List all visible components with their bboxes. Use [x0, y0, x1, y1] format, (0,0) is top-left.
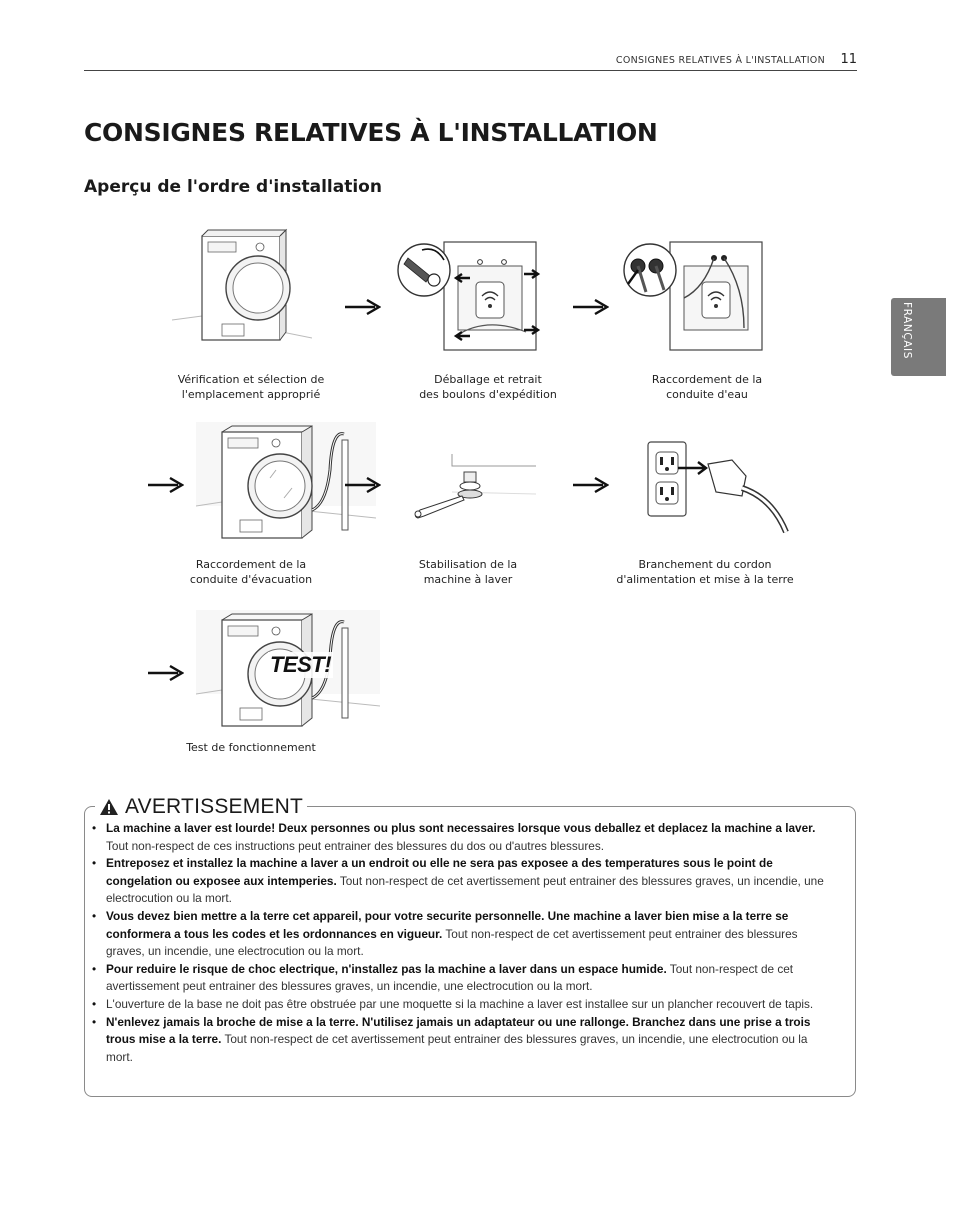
arrow-right-icon [573, 477, 609, 493]
section-title: Aperçu de l'ordre d'installation [84, 177, 382, 197]
arrow-right-icon [148, 665, 184, 681]
running-title: CONSIGNES RELATIVES À L'INSTALLATION [616, 55, 825, 66]
language-tab[interactable]: FRANÇAIS [891, 298, 946, 376]
list-item: N'enlevez jamais la broche de mise a la … [92, 1014, 837, 1067]
step-caption: Test de fonctionnement [131, 740, 371, 755]
language-tab-label: FRANÇAIS [901, 302, 913, 359]
shipping-bolts-illustration [396, 236, 546, 356]
list-item: Entreposez et installez la machine a lav… [92, 855, 837, 908]
warning-list: La machine a laver est lourde! Deux pers… [92, 820, 837, 1066]
water-line-illustration [622, 236, 772, 356]
arrow-right-icon [148, 477, 184, 493]
arrow-right-icon [345, 477, 381, 493]
list-item: Vous devez bien mettre a la terre cet ap… [92, 908, 837, 961]
warning-title: AVERTISSEMENT [125, 795, 303, 819]
warning-header: AVERTISSEMENT [95, 794, 307, 820]
running-header: CONSIGNES RELATIVES À L'INSTALLATION 11 [84, 54, 857, 71]
washer-location-illustration [172, 228, 312, 356]
page-title: CONSIGNES RELATIVES À L'INSTALLATION [84, 118, 658, 147]
test-label: TEST! [268, 652, 333, 678]
leveling-illustration [406, 452, 536, 522]
arrow-right-icon [345, 299, 381, 315]
list-item: Pour reduire le risque de choc electriqu… [92, 961, 837, 996]
warning-triangle-icon [99, 798, 119, 816]
arrow-right-icon [573, 299, 609, 315]
power-cord-illustration [646, 440, 796, 536]
test-illustration: TEST! [196, 610, 380, 732]
page-number: 11 [840, 52, 857, 67]
list-item: La machine a laver est lourde! Deux pers… [92, 820, 837, 855]
list-item: L'ouverture de la base ne doit pas être … [92, 996, 837, 1014]
